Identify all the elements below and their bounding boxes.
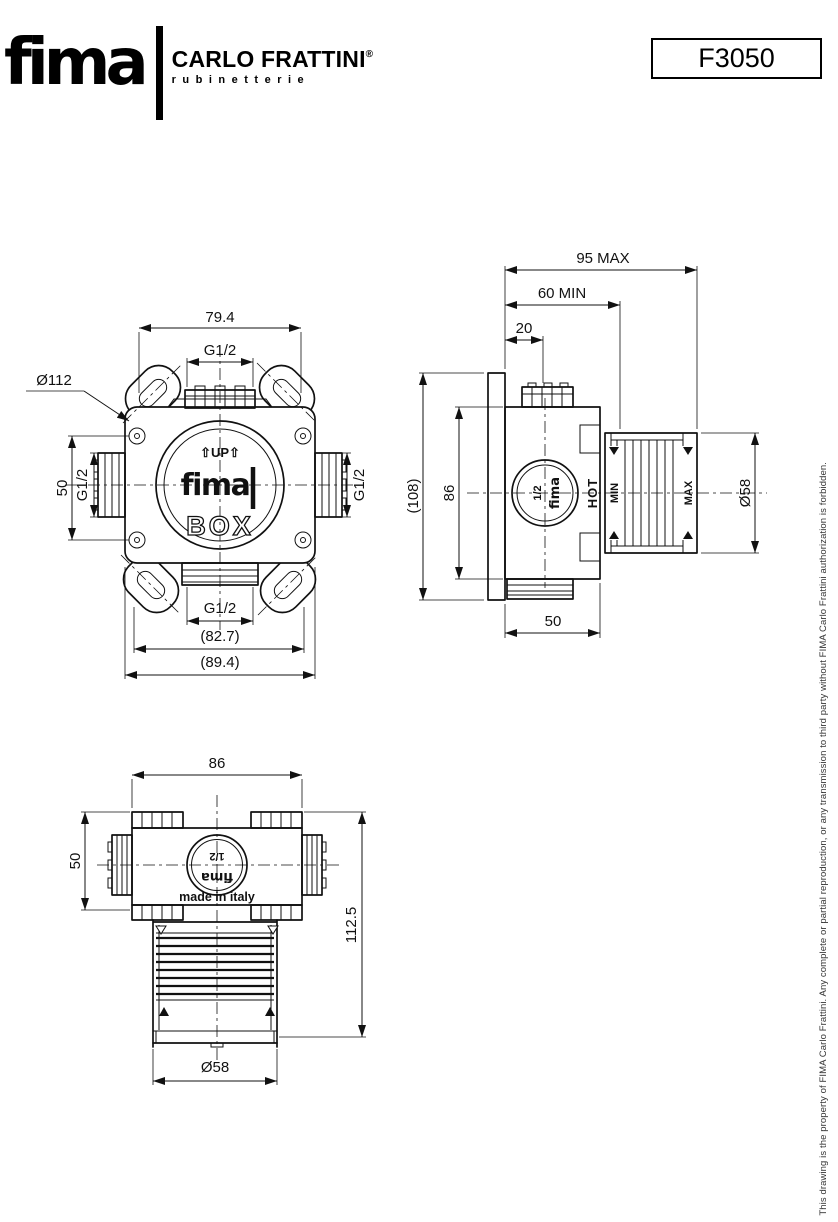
centerlines <box>65 345 362 630</box>
side-brand-label: fima <box>548 477 563 509</box>
flange-and-body <box>487 372 601 601</box>
centerlines-bottom <box>97 795 343 1062</box>
dim-width-body: 86 <box>209 755 226 772</box>
dim-height-body: 86 <box>441 485 458 502</box>
dim-width-outer: (89.4) <box>200 654 239 671</box>
dim-depth-left: 50 <box>67 853 84 870</box>
top-thread-port-side <box>521 382 574 408</box>
front-dimensions: 79.4 G1/2 Ø112 50 G1/2 G1/2 G1/2 (82.7) <box>26 309 368 679</box>
up-marking: ⇧UP⇧ <box>200 445 240 460</box>
bottom-brand-label: fima <box>201 869 233 884</box>
brand-name-line: CARLO FRATTINI® <box>172 46 374 73</box>
bottom-view-drawing: 1/2 fima made in italy 86 50 112.5 Ø58 <box>67 755 366 1085</box>
rosette-marking-bottom: 1/2 fima <box>201 850 233 884</box>
dim-depth-min: 60 MIN <box>538 285 586 302</box>
sleeve-brand-marking: fima 1/2 <box>532 477 563 509</box>
sleeve-mark-top-right <box>267 925 279 935</box>
bottom-size-label: 1/2 <box>209 850 224 862</box>
dim-flange-offset: 20 <box>516 320 533 337</box>
product-code-box: F3050 <box>651 38 822 79</box>
made-in-italy-marking: made in italy <box>179 890 255 904</box>
brand-subtitle: rubinetterie <box>171 74 311 86</box>
sleeve-mark-top-left <box>155 925 167 935</box>
copyright-notice: This drawing is the property of FIMA Car… <box>818 462 829 1216</box>
dim-sleeve-diameter-bottom: Ø58 <box>201 1059 229 1076</box>
max-arrow-bottom <box>683 531 693 539</box>
dim-depth-max: 95 MAX <box>576 250 629 267</box>
dim-height-overall: (108) <box>405 478 422 513</box>
box-marking: BOX <box>186 511 254 541</box>
min-arrow-top <box>609 447 619 455</box>
sleeve-mark-bottom-right <box>265 1007 275 1016</box>
brand-logo: fima CARLO FRATTINI® rubinetterie <box>4 20 373 120</box>
registered-mark: ® <box>365 49 374 60</box>
fima-logo-text: fima <box>4 26 149 100</box>
centerlines-side <box>467 398 767 588</box>
brand-text-block: CARLO FRATTINI® rubinetterie <box>172 20 374 86</box>
dim-height-overall-bottom: 112.5 <box>343 907 360 943</box>
clip-bracket-top <box>579 424 600 454</box>
dim-sleeve-diameter-side: Ø58 <box>737 479 754 507</box>
min-marking: MIN <box>609 483 621 503</box>
min-arrow-bottom <box>609 531 619 539</box>
dim-thread-left: G1/2 <box>74 469 91 502</box>
screw-holes <box>128 427 312 549</box>
dim-thread-top: G1/2 <box>204 342 237 359</box>
product-code: F3050 <box>698 43 775 73</box>
fima-box-brand: fima <box>181 468 250 503</box>
dim-thread-bottom: G1/2 <box>204 600 237 617</box>
bottom-thread-port-side <box>506 578 574 600</box>
side-view-drawing: fima 1/2 HOT MIN MAX 95 MAX 60 MIN 20 (1… <box>405 250 767 638</box>
dim-depth-body: 50 <box>545 613 562 630</box>
clip-bracket-bottom <box>579 532 600 562</box>
max-arrow-top <box>683 447 693 455</box>
protection-sleeve-bottom <box>152 919 279 1048</box>
dim-height-left: 50 <box>54 480 71 497</box>
dim-thread-right: G1/2 <box>351 469 368 502</box>
dim-ear-circle-diameter: Ø112 <box>36 372 72 389</box>
front-view-drawing: ⇧UP⇧ fima BOX 79.4 G1/2 Ø112 50 G1/2 G1/… <box>26 309 368 679</box>
bottom-dimensions: 86 50 112.5 Ø58 <box>67 755 366 1085</box>
dim-width-top: 79.4 <box>205 309 234 326</box>
sleeve-mark-bottom-left <box>159 1007 169 1016</box>
brand-name: CARLO FRATTINI <box>171 46 366 72</box>
dim-width-inner: (82.7) <box>200 628 239 645</box>
side-size-label: 1/2 <box>532 485 544 500</box>
logo-divider-bar <box>155 26 163 120</box>
max-marking: MAX <box>683 480 695 505</box>
side-dimensions: 95 MAX 60 MIN 20 (108) 86 Ø58 50 <box>405 250 759 638</box>
hot-marking: HOT <box>585 478 600 508</box>
